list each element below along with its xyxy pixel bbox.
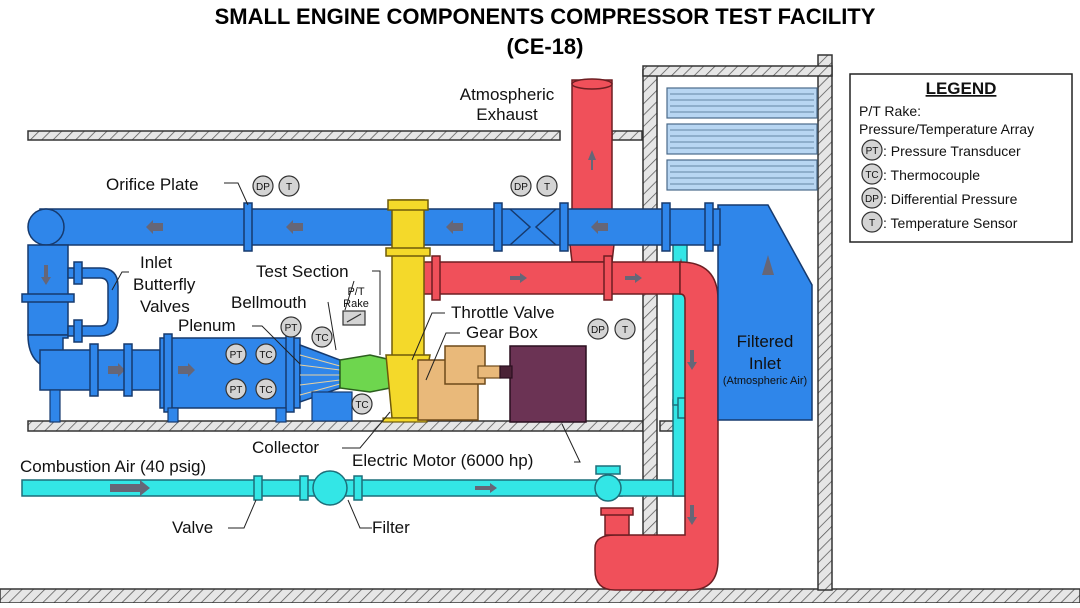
dp-sensor-throttle: DP <box>587 318 609 340</box>
t-sensor-exhaust: T <box>536 175 558 197</box>
instrument-symbols: DP T DP T DP T PT TC <box>225 175 636 415</box>
leader-lines <box>111 182 581 529</box>
label-orifice-plate: Orifice Plate <box>106 175 199 194</box>
tc-sensor-plenum-1: TC <box>255 343 277 365</box>
legend-dp-symbol: DP <box>865 194 879 205</box>
pt-sensor-plenum-2: PT <box>225 378 247 400</box>
svg-text:T: T <box>622 325 628 336</box>
svg-text:TC: TC <box>355 400 368 411</box>
legend-tc-icon <box>861 163 883 185</box>
svg-text:T: T <box>544 182 550 193</box>
legend-heading: LEGEND <box>926 79 997 98</box>
label-test-section: Test Section <box>256 262 349 281</box>
label-electric-motor: Electric Motor (6000 hp) <box>352 451 533 470</box>
svg-text:PT: PT <box>230 350 243 361</box>
diagram-subtitle: (CE-18) <box>506 34 583 59</box>
label-atmospheric-exhaust-2: Exhaust <box>476 105 538 124</box>
t-sensor-orifice: T <box>278 175 300 197</box>
pt-sensor-plenum-top: PT <box>280 316 302 338</box>
label-gear-box: Gear Box <box>466 323 538 342</box>
tc-sensor-test-section: TC <box>351 393 373 415</box>
svg-text:PT: PT <box>230 385 243 396</box>
exhaust-piping <box>399 78 719 591</box>
legend-rake-line2: Pressure/Temperature Array <box>859 121 1034 137</box>
svg-text:DP: DP <box>514 182 528 193</box>
legend-pt-text: : Pressure Transducer <box>883 143 1021 159</box>
label-pt-rake-2: Rake <box>343 298 369 310</box>
svg-text:TC: TC <box>315 333 328 344</box>
test-section <box>339 199 587 423</box>
legend-rake-line1: P/T Rake: <box>859 103 921 119</box>
label-filtered-inlet-2: Inlet <box>749 354 781 373</box>
label-filtered-inlet-1: Filtered <box>737 332 794 351</box>
tc-sensor-plenum-2: TC <box>255 378 277 400</box>
pt-sensor-plenum-1: PT <box>225 343 247 365</box>
dp-sensor-exhaust: DP <box>510 175 532 197</box>
label-collector: Collector <box>252 438 319 457</box>
legend-pt-symbol: PT <box>866 146 879 157</box>
label-filtered-inlet-3: (Atmospheric Air) <box>723 375 807 387</box>
combustion-air-line <box>21 229 709 506</box>
svg-text:T: T <box>286 182 292 193</box>
label-combustion-air: Combustion Air (40 psig) <box>20 457 206 476</box>
label-throttle-valve: Throttle Valve <box>451 303 555 322</box>
label-valve: Valve <box>172 518 213 537</box>
label-plenum: Plenum <box>178 316 236 335</box>
building-structure <box>0 54 1080 604</box>
svg-text:TC: TC <box>259 385 272 396</box>
diagram-title: SMALL ENGINE COMPONENTS COMPRESSOR TEST … <box>215 4 876 29</box>
legend-t-text: : Temperature Sensor <box>883 215 1018 231</box>
pt-rake-symbol <box>342 310 366 326</box>
t-sensor-throttle: T <box>614 318 636 340</box>
label-pt-rake-1: P/T <box>347 286 364 298</box>
legend-dp-text: : Differential Pressure <box>883 191 1018 207</box>
label-atmospheric-exhaust-1: Atmospheric <box>460 85 555 104</box>
svg-text:TC: TC <box>259 350 272 361</box>
svg-text:PT: PT <box>285 323 298 334</box>
svg-text:DP: DP <box>591 325 605 336</box>
label-bellmouth: Bellmouth <box>231 293 307 312</box>
legend-pt-icon <box>861 139 883 161</box>
label-inlet-butterfly-1: Inlet <box>140 253 172 272</box>
label-inlet-butterfly-2: Butterfly <box>133 275 196 294</box>
legend-dp-icon <box>861 187 883 209</box>
svg-text:DP: DP <box>256 182 270 193</box>
legend-t-icon <box>861 211 883 233</box>
label-filter: Filter <box>372 518 410 537</box>
legend-box: LEGEND P/T Rake: Pressure/Temperature Ar… <box>849 73 1073 243</box>
legend-tc-text: : Thermocouple <box>883 167 980 183</box>
tc-sensor-plenum-top: TC <box>311 326 333 348</box>
legend-t-symbol: T <box>869 218 875 229</box>
label-inlet-butterfly-3: Valves <box>140 297 190 316</box>
dp-sensor-orifice: DP <box>252 175 274 197</box>
legend-tc-symbol: TC <box>865 170 878 181</box>
filtered-inlet <box>717 204 813 421</box>
